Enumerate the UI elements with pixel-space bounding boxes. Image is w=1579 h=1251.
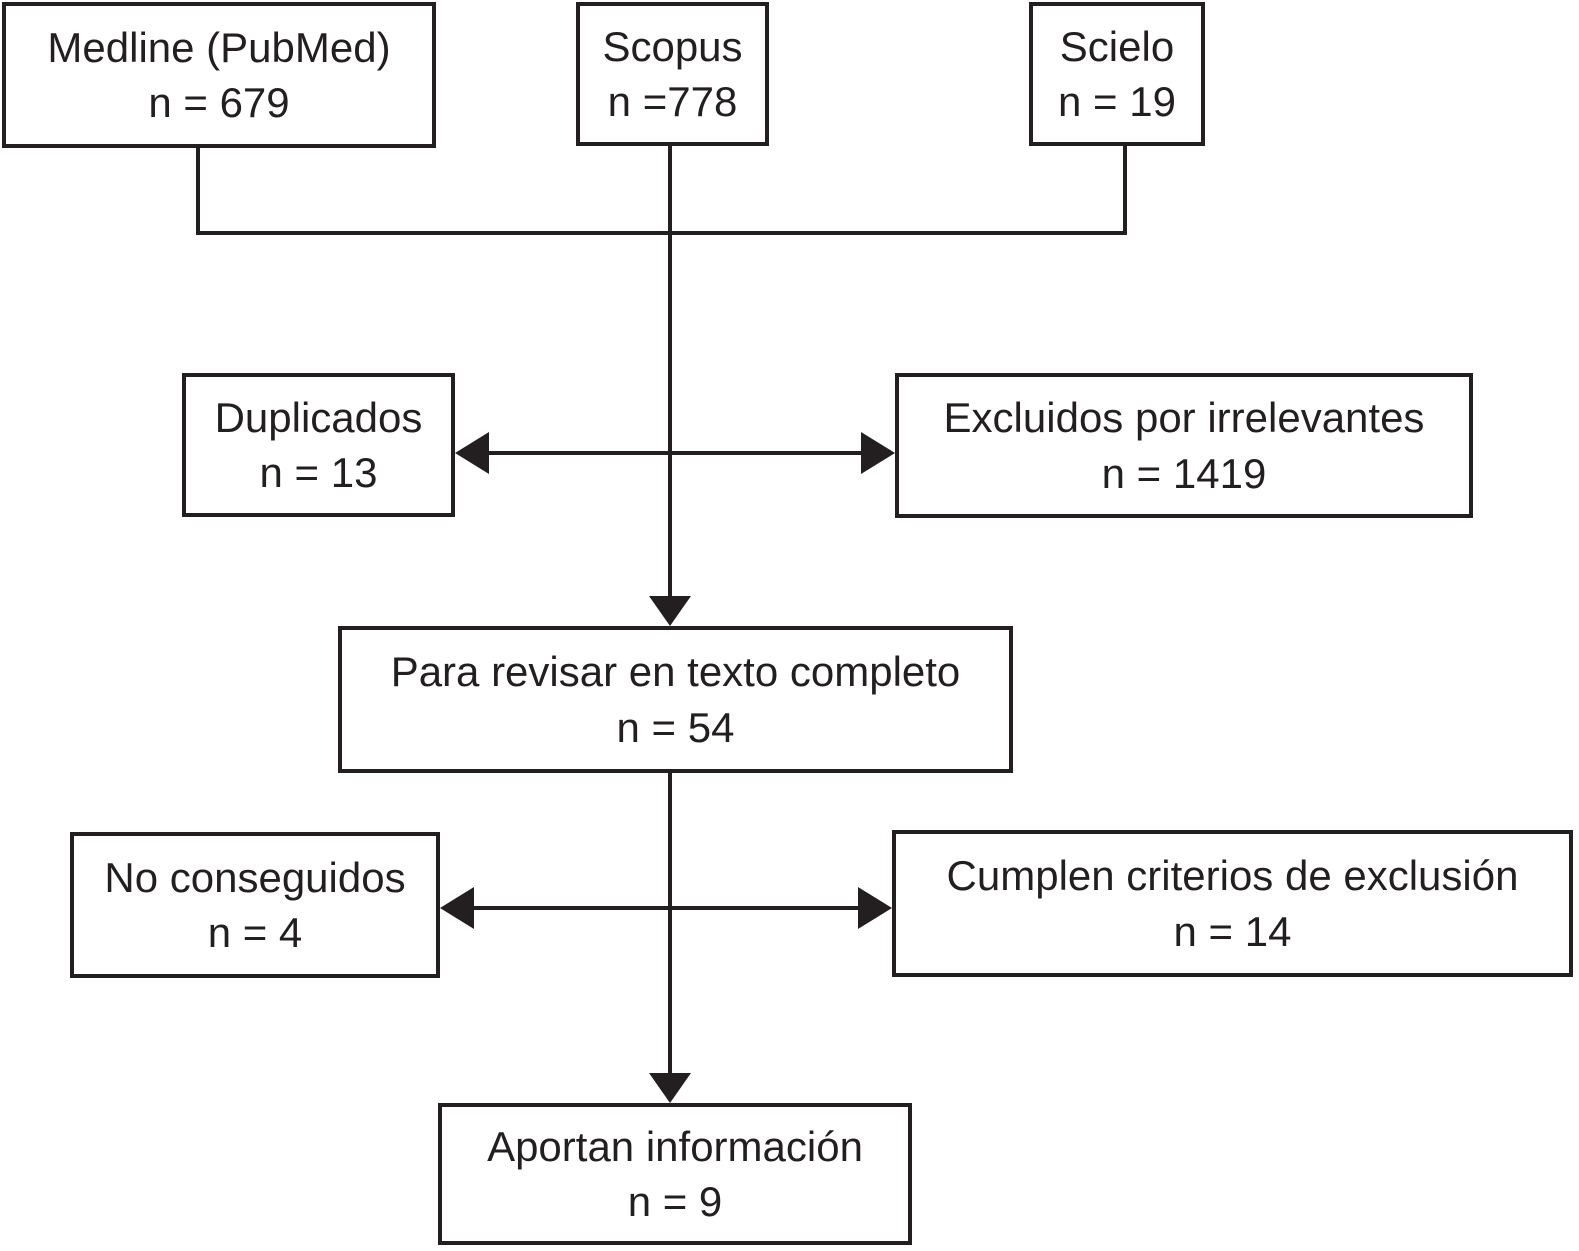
node-aportan: Aportan información n = 9	[438, 1103, 912, 1245]
connector-merge-horizontal	[196, 231, 1127, 235]
connector-exclusion-row1	[487, 451, 863, 455]
node-duplicados: Duplicados n = 13	[182, 373, 455, 517]
connector-center-vertical-bottom	[668, 773, 672, 1075]
connector-center-vertical-top	[668, 144, 672, 602]
connector-scielo-drop	[1123, 144, 1127, 235]
node-medline: Medline (PubMed) n = 679	[2, 2, 436, 148]
node-scopus-count: n =778	[607, 78, 738, 125]
arrowhead-left-icon	[455, 432, 489, 474]
node-scopus-label: Scopus	[602, 22, 743, 70]
connector-exclusion-row2	[472, 906, 860, 910]
node-no-conseguidos: No conseguidos n = 4	[70, 832, 440, 978]
arrowhead-down-icon	[649, 596, 691, 626]
node-excluidos-count: n = 1419	[1101, 449, 1267, 497]
node-duplicados-count: n = 13	[259, 449, 378, 496]
node-no-conseguidos-count: n = 4	[207, 909, 303, 956]
node-medline-count: n = 679	[148, 79, 290, 126]
arrowhead-left-icon	[440, 887, 474, 929]
node-scielo-count: n = 19	[1058, 78, 1176, 125]
node-excluidos-label: Excluidos por irrelevantes	[943, 394, 1425, 442]
node-aportan-label: Aportan información	[487, 1122, 863, 1170]
node-excluidos: Excluidos por irrelevantes n = 1419	[895, 373, 1473, 518]
arrowhead-down-icon	[649, 1073, 691, 1103]
node-aportan-count: n = 9	[627, 1178, 723, 1225]
node-cumplen: Cumplen criterios de exclusión n = 14	[892, 830, 1573, 977]
connector-medline-drop	[196, 146, 200, 235]
node-cumplen-count: n = 14	[1173, 907, 1292, 955]
node-para-revisar: Para revisar en texto completo n = 54	[338, 626, 1013, 773]
node-no-conseguidos-label: No conseguidos	[104, 853, 406, 901]
node-scopus: Scopus n =778	[576, 2, 769, 146]
node-scielo-label: Scielo	[1059, 22, 1175, 70]
node-para-revisar-label: Para revisar en texto completo	[390, 648, 961, 696]
node-duplicados-label: Duplicados	[214, 393, 423, 441]
node-medline-label: Medline (PubMed)	[47, 23, 391, 71]
arrowhead-right-icon	[861, 432, 895, 474]
arrowhead-right-icon	[858, 887, 892, 929]
node-cumplen-label: Cumplen criterios de exclusión	[946, 852, 1519, 900]
node-scielo: Scielo n = 19	[1029, 2, 1205, 146]
node-para-revisar-count: n = 54	[616, 703, 735, 751]
